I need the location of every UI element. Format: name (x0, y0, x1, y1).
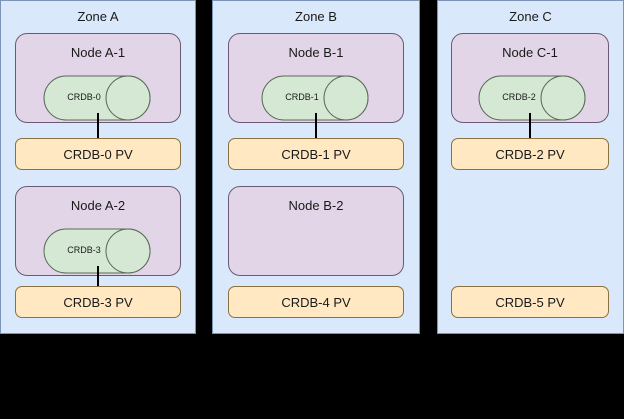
crdb-pod-1[interactable]: CRDB-1 (261, 75, 369, 121)
node-label-c-1: Node C-1 (502, 45, 558, 60)
crdb-pod-label-1: CRDB-1 (285, 92, 319, 102)
database-cylinder-icon (261, 75, 369, 121)
database-cylinder-icon (43, 228, 151, 274)
crdb-pod-label-0: CRDB-0 (67, 92, 101, 102)
pv-box-crdb-1[interactable]: CRDB-1 PV (228, 138, 404, 170)
database-cylinder-icon (478, 75, 586, 121)
connector-node-a1-to-pv (97, 113, 99, 138)
crdb-pod-0[interactable]: CRDB-0 (43, 75, 151, 121)
connector-node-a2-to-pv (97, 266, 99, 286)
pv-box-crdb-4[interactable]: CRDB-4 PV (228, 286, 404, 318)
crdb-pod-3[interactable]: CRDB-3 (43, 228, 151, 274)
pv-box-crdb-0[interactable]: CRDB-0 PV (15, 138, 181, 170)
pv-box-crdb-3[interactable]: CRDB-3 PV (15, 286, 181, 318)
node-label-b-1: Node B-1 (288, 45, 344, 60)
pv-box-crdb-2[interactable]: CRDB-2 PV (451, 138, 609, 170)
connector-node-b1-to-pv (315, 113, 317, 138)
pv-box-crdb-5[interactable]: CRDB-5 PV (451, 286, 609, 318)
crdb-pod-2[interactable]: CRDB-2 (478, 75, 586, 121)
connector-node-c1-to-pv (529, 113, 531, 138)
zone-label-c: Zone C (509, 9, 552, 24)
node-label-a-2: Node A-2 (70, 198, 126, 213)
crdb-pod-label-2: CRDB-2 (502, 92, 536, 102)
node-label-b-2: Node B-2 (288, 198, 344, 213)
database-cylinder-icon (43, 75, 151, 121)
node-label-a-1: Node A-1 (70, 45, 126, 60)
zone-label-a: Zone A (77, 9, 119, 24)
node-box-b-2[interactable]: Node B-2 (228, 186, 404, 276)
zone-label-b: Zone B (295, 9, 337, 24)
crdb-pod-label-3: CRDB-3 (67, 245, 101, 255)
